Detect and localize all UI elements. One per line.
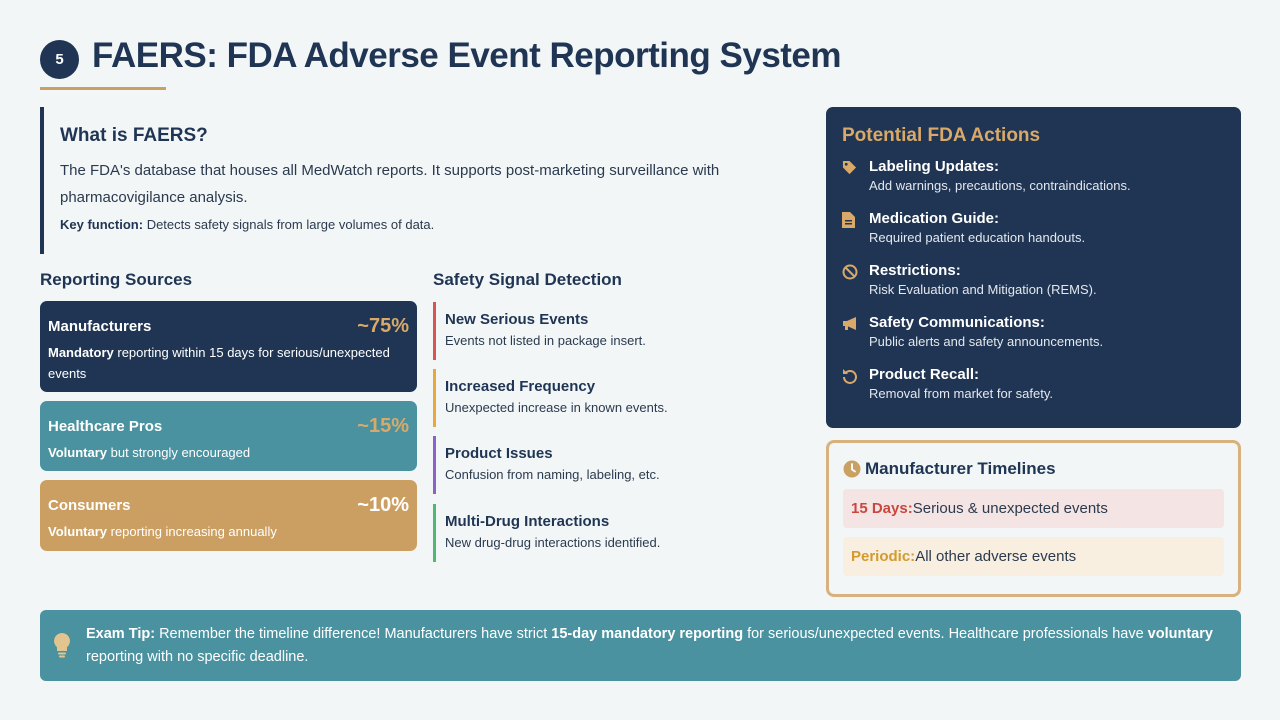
what-is-description: The FDA's database that houses all MedWa…: [60, 162, 720, 206]
exam-tip-label: Exam Tip:: [86, 626, 156, 642]
exam-tip-text: for serious/unexpected events. Healthcar…: [747, 626, 1144, 642]
source-percent: ~75%: [357, 315, 409, 337]
exam-tip-banner: Exam Tip: Remember the timeline differen…: [40, 610, 1241, 681]
slide-number-badge: 5: [40, 40, 79, 79]
fda-actions-title: Potential FDA Actions: [842, 125, 1041, 146]
signal-description: New drug-drug interactions identified.: [445, 535, 661, 550]
ban-icon: [842, 262, 869, 314]
timeline-label: Periodic:: [851, 548, 916, 565]
undo-icon: [842, 366, 869, 418]
action-description: Public alerts and safety announcements.: [869, 334, 1104, 349]
page-title: FAERS: FDA Adverse Event Reporting Syste…: [92, 36, 842, 75]
action-description: Risk Evaluation and Mitigation (REMS).: [869, 282, 1097, 297]
title-underline: [40, 87, 166, 90]
source-desc-rest: reporting increasing annually: [110, 524, 277, 539]
signal-item-multi-drug-interactions: Multi-Drug Interactions New drug-drug in…: [433, 504, 763, 562]
reporting-sources-title: Reporting Sources: [40, 270, 193, 289]
action-title: Medication Guide:: [869, 210, 1000, 227]
source-desc-bold: Mandatory: [48, 345, 114, 360]
clock-icon: [843, 460, 861, 478]
what-is-title: What is FAERS?: [60, 125, 208, 146]
signal-description: Unexpected increase in known events.: [445, 400, 668, 415]
signal-title: New Serious Events: [445, 311, 589, 328]
action-safety-communications: Safety Communications: Public alerts and…: [842, 314, 1225, 366]
timeline-text: Serious & unexpected events: [912, 500, 1108, 517]
source-name: Manufacturers: [48, 318, 152, 335]
document-icon: [842, 210, 869, 262]
signal-item-product-issues: Product Issues Confusion from naming, la…: [433, 436, 763, 494]
signal-title: Increased Frequency: [445, 378, 596, 395]
timelines-title: Manufacturer Timelines: [865, 459, 1056, 478]
signal-title: Multi-Drug Interactions: [445, 513, 610, 530]
action-title: Restrictions:: [869, 262, 961, 279]
action-title: Product Recall:: [869, 366, 980, 383]
key-function: Key function: Detects safety signals fro…: [60, 217, 800, 232]
source-name: Healthcare Pros: [48, 418, 163, 435]
source-card-consumers: Consumers ~10% Voluntary reporting incre…: [40, 480, 417, 551]
tag-icon: [842, 158, 869, 210]
action-description: Required patient education handouts.: [869, 230, 1086, 245]
key-function-label: Key function:: [60, 217, 144, 232]
manufacturer-timelines-panel: Manufacturer Timelines 15 Days: Serious …: [826, 440, 1241, 597]
exam-tip-text: Remember the timeline difference! Manufa…: [159, 626, 548, 642]
source-name: Consumers: [48, 497, 131, 514]
what-is-faers-panel: What is FAERS? The FDA's database that h…: [40, 107, 800, 254]
action-title: Safety Communications:: [869, 314, 1045, 331]
source-desc-bold: Voluntary: [48, 445, 107, 460]
timeline-label: 15 Days:: [851, 500, 913, 517]
timeline-text: All other adverse events: [915, 548, 1077, 565]
action-medication-guide: Medication Guide: Required patient educa…: [842, 210, 1225, 262]
megaphone-icon: [842, 314, 869, 366]
action-product-recall: Product Recall: Removal from market for …: [842, 366, 1225, 418]
signal-detection-title: Safety Signal Detection: [433, 270, 622, 289]
source-percent: ~15%: [357, 415, 409, 437]
fda-actions-panel: Potential FDA Actions Labeling Updates: …: [826, 107, 1241, 428]
source-desc-rest: but strongly encouraged: [110, 445, 251, 460]
source-percent: ~10%: [357, 494, 409, 516]
source-desc-bold: Voluntary: [48, 524, 107, 539]
action-restrictions: Restrictions: Risk Evaluation and Mitiga…: [842, 262, 1225, 314]
source-description: Mandatory reporting within 15 days for s…: [48, 342, 409, 384]
source-description: Voluntary but strongly encouraged: [48, 442, 409, 463]
action-description: Add warnings, precautions, contraindicat…: [869, 178, 1131, 193]
action-title: Labeling Updates:: [869, 158, 1000, 175]
exam-tip-bold: 15-day mandatory reporting: [551, 626, 744, 642]
source-card-healthcare-pros: Healthcare Pros ~15% Voluntary but stron…: [40, 401, 417, 471]
source-card-manufacturers: Manufacturers ~75% Mandatory reporting w…: [40, 301, 417, 392]
source-desc-rest: reporting within 15 days for serious/une…: [48, 345, 390, 381]
exam-tip-bold: voluntary: [1147, 626, 1213, 642]
action-description: Removal from market for safety.: [869, 386, 1053, 401]
signal-title: Product Issues: [445, 445, 553, 462]
exam-tip-text: reporting with no specific deadline.: [86, 649, 309, 665]
source-description: Voluntary reporting increasing annually: [48, 521, 409, 542]
timeline-item-15-days: 15 Days: Serious & unexpected events: [843, 489, 1224, 528]
key-function-text: Detects safety signals from large volume…: [146, 217, 435, 232]
signal-item-new-serious-events: New Serious Events Events not listed in …: [433, 302, 763, 360]
action-labeling-updates: Labeling Updates: Add warnings, precauti…: [842, 158, 1225, 210]
lightbulb-icon: [52, 632, 72, 666]
signal-description: Confusion from naming, labeling, etc.: [445, 467, 660, 482]
signal-description: Events not listed in package insert.: [445, 333, 646, 348]
signal-item-increased-frequency: Increased Frequency Unexpected increase …: [433, 369, 763, 427]
timeline-item-periodic: Periodic: All other adverse events: [843, 537, 1224, 576]
